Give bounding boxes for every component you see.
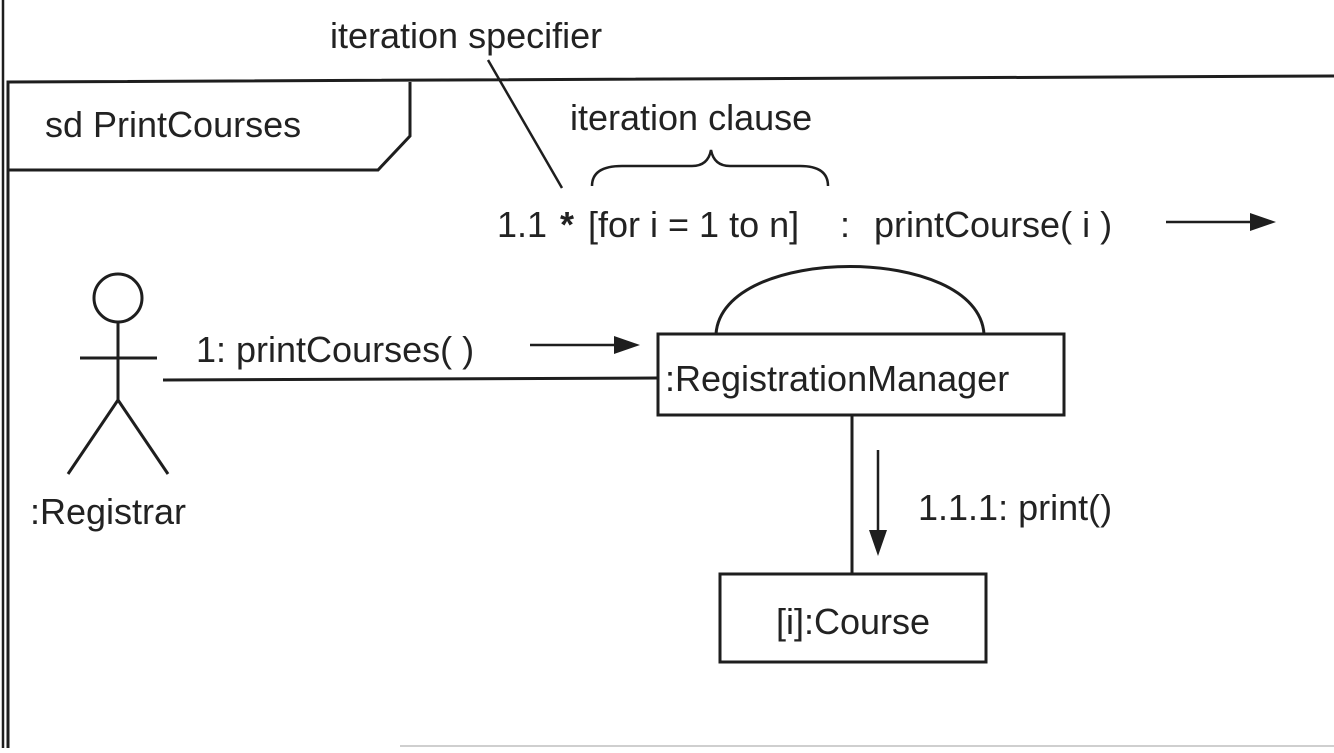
course-name: [i]:Course — [776, 601, 930, 642]
registration-manager-box — [656, 332, 1066, 417]
message-1-arrow-head — [614, 336, 640, 354]
actor-leg-right — [116, 399, 170, 475]
iteration-call: printCourse( i ) — [874, 204, 1112, 245]
iteration-clause-annotation: iteration clause — [570, 97, 830, 187]
iteration-star: * — [560, 204, 574, 245]
registration-manager-object: :RegistrationManager — [656, 332, 1066, 417]
iteration-message: 1.1 * [for i = 1 to n] : printCourse( i … — [497, 204, 1276, 245]
iteration-sequence: 1.1 — [497, 204, 547, 245]
message-1-label: 1: printCourses( ) — [196, 329, 474, 370]
message-1: 1: printCourses( ) — [196, 329, 640, 370]
iteration-clause-brace — [590, 149, 830, 187]
actor-leg-left — [66, 399, 120, 475]
self-loop-link — [714, 265, 986, 335]
iteration-specifier-pointer — [486, 59, 564, 189]
iteration-specifier-label: iteration specifier — [330, 15, 602, 56]
iteration-arrow-head — [1250, 213, 1276, 231]
course-object: [i]:Course — [718, 572, 988, 664]
course-box — [718, 572, 988, 664]
iteration-clause: [for i = 1 to n] — [588, 204, 799, 245]
iteration-clause-label: iteration clause — [570, 97, 812, 138]
registrar-actor: :Registrar — [30, 272, 186, 532]
iteration-message-text: 1.1 * [for i = 1 to n] : printCourse( i … — [497, 204, 1112, 245]
message-1-1-1-arrow-head — [869, 530, 887, 556]
frame-border — [6, 74, 1334, 748]
iteration-specifier-annotation: iteration specifier — [330, 15, 602, 189]
actor-head — [92, 272, 144, 324]
sd-frame: sd PrintCourses — [6, 74, 1334, 748]
actor-name: :Registrar — [30, 491, 186, 532]
message-1-1-1-label: 1.1.1: print() — [918, 487, 1112, 528]
registration-manager-name: :RegistrationManager — [665, 358, 1009, 399]
iteration-colon: : — [840, 204, 850, 245]
message-1-1-1: 1.1.1: print() — [869, 450, 1112, 556]
frame-label: sd PrintCourses — [45, 104, 301, 145]
registrar-manager-link — [162, 376, 659, 382]
frame-label-pentagon — [8, 82, 412, 172]
